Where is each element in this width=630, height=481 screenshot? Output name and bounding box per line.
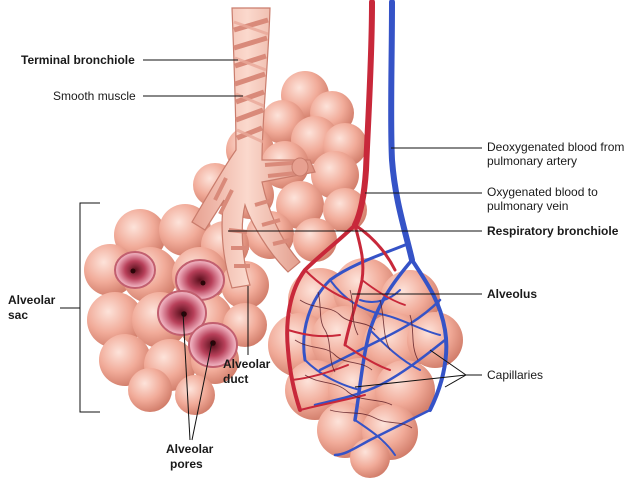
label-alveolar-sac-line2: sac <box>8 308 29 322</box>
label-alveolar-duct-line2: duct <box>223 372 249 386</box>
label-alveolar-sac-line1: Alveolar <box>8 293 56 307</box>
right-alveolar-cluster <box>268 258 463 478</box>
label-deoxygenated-blood-line1: Deoxygenated blood from <box>487 140 625 154</box>
label-oxygenated-blood-line2: pulmonary vein <box>487 199 569 213</box>
label-alveolus: Alveolus <box>487 287 538 301</box>
cut-alveoli <box>114 251 238 368</box>
bronchiole-tree <box>191 7 316 289</box>
label-deoxygenated-blood-line2: pulmonary artery <box>487 154 578 168</box>
label-smooth-muscle: Smooth muscle <box>53 89 136 103</box>
label-capillaries: Capillaries <box>487 368 544 382</box>
label-alveolar-pores-line1: Alveolar <box>166 442 214 456</box>
oxygenated-vessels <box>285 0 406 412</box>
label-alveolar-pores-line2: pores <box>170 457 203 471</box>
deoxygenated-vessels <box>302 0 449 457</box>
leader-lines <box>143 59 482 441</box>
capillary-mesh <box>294 289 419 429</box>
alveolar-sac-bracket <box>60 202 100 413</box>
label-oxygenated-blood-line1: Oxygenated blood to <box>487 185 598 199</box>
label-terminal-bronchiole: Terminal bronchiole <box>21 53 135 67</box>
label-alveolar-duct-line1: Alveolar <box>223 357 271 371</box>
label-respiratory-bronchiole: Respiratory bronchiole <box>487 224 619 238</box>
